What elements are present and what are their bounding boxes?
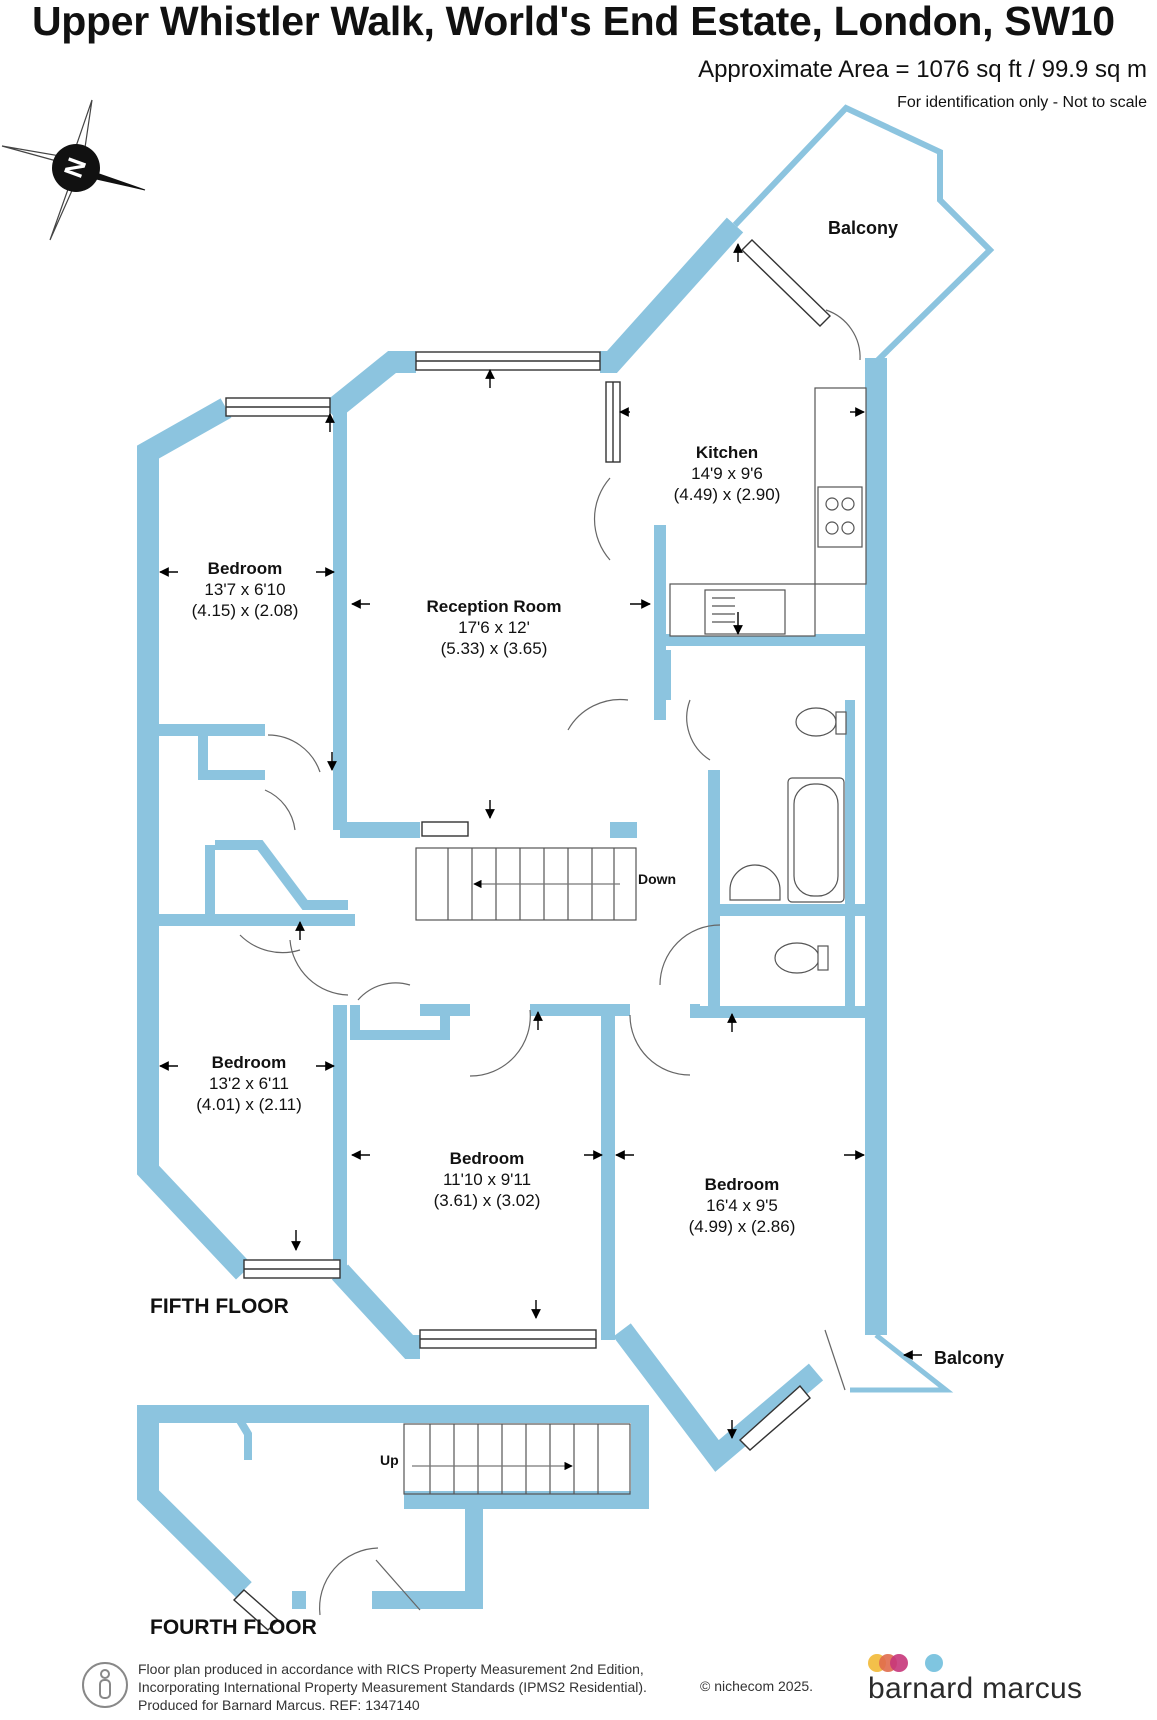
bedroom-top-left-label: Bedroom 13'7 x 6'10 (4.15) x (2.08) <box>192 558 299 621</box>
balcony-top-label: Balcony <box>828 218 899 238</box>
compass-icon: N <box>1 99 146 241</box>
kitchen-label: Kitchen 14'9 x 9'6 (4.49) x (2.90) <box>674 442 781 505</box>
stairs-down-label: Down <box>638 871 677 887</box>
room-size-metric: (5.33) x (3.65) <box>440 639 548 658</box>
room-name: Bedroom <box>449 1149 525 1168</box>
toilet-icon-2 <box>774 942 820 974</box>
door-swings <box>239 309 861 1616</box>
room-size-imperial: 14'9 x 9'6 <box>691 464 763 483</box>
footer-text: Floor plan produced in accordance with R… <box>138 1660 647 1714</box>
scale-note: For identification only - Not to scale <box>897 94 1147 111</box>
bathroom-fixtures <box>729 707 847 974</box>
staircase-up <box>403 1423 631 1495</box>
windows <box>225 239 831 1631</box>
room-name: Bedroom <box>704 1175 780 1194</box>
room-size-imperial: 16'4 x 9'5 <box>706 1196 778 1215</box>
brand-logo-icon <box>868 1654 943 1672</box>
page-title: Upper Whistler Walk, World's End Estate,… <box>32 0 1115 44</box>
rics-logo-icon <box>82 1662 128 1708</box>
room-size-metric: (4.49) x (2.90) <box>673 485 781 504</box>
footer-line: Incorporating International Property Mea… <box>138 1679 647 1695</box>
room-size-metric: (3.61) x (3.02) <box>433 1191 541 1210</box>
footer-line: Floor plan produced in accordance with R… <box>138 1661 644 1677</box>
basin-icon <box>729 864 781 901</box>
bedroom-centre-label: Bedroom 11'10 x 9'11 (3.61) x (3.02) <box>434 1148 541 1211</box>
fourth-floor-label: FOURTH FLOOR <box>150 1616 317 1639</box>
staircase-down <box>415 847 637 921</box>
reception-room-label: Reception Room 17'6 x 12' (5.33) x (3.65… <box>426 596 561 659</box>
room-size-metric: (4.01) x (2.11) <box>196 1095 302 1114</box>
balcony-bottom-label: Balcony <box>934 1348 1005 1368</box>
room-size-metric: (4.15) x (2.08) <box>191 601 299 620</box>
fifth-floor-label: FIFTH FLOOR <box>150 1295 289 1318</box>
room-name: Bedroom <box>211 1053 287 1072</box>
brand-name: barnard marcus <box>868 1672 1083 1705</box>
room-size-imperial: 11'10 x 9'11 <box>442 1170 532 1189</box>
room-name: Kitchen <box>695 443 759 462</box>
bedroom-mid-left-label: Bedroom 13'2 x 6'11 (4.01) x (2.11) <box>196 1052 302 1115</box>
room-size-imperial: 13'7 x 6'10 <box>204 580 286 599</box>
footer-line: Produced for Barnard Marcus. REF: 134714… <box>138 1697 420 1713</box>
room-size-imperial: 13'2 x 6'11 <box>209 1074 289 1093</box>
hob-icon <box>817 486 863 548</box>
dimension-arrows <box>159 243 922 1439</box>
room-name: Reception Room <box>426 597 562 616</box>
toilet-icon <box>795 707 837 737</box>
kitchen-fixtures <box>669 387 867 637</box>
sink-icon <box>704 589 786 635</box>
walls <box>137 104 995 1609</box>
room-name: Bedroom <box>207 559 283 578</box>
approximate-area: Approximate Area = 1076 sq ft / 99.9 sq … <box>698 56 1147 83</box>
bedroom-right-label: Bedroom 16'4 x 9'5 (4.99) x (2.86) <box>689 1174 796 1237</box>
room-size-metric: (4.99) x (2.86) <box>688 1217 796 1236</box>
stairs-up-label: Up <box>380 1452 399 1468</box>
copyright: © nichecom 2025. <box>700 1678 814 1694</box>
room-size-imperial: 17'6 x 12' <box>458 618 530 637</box>
